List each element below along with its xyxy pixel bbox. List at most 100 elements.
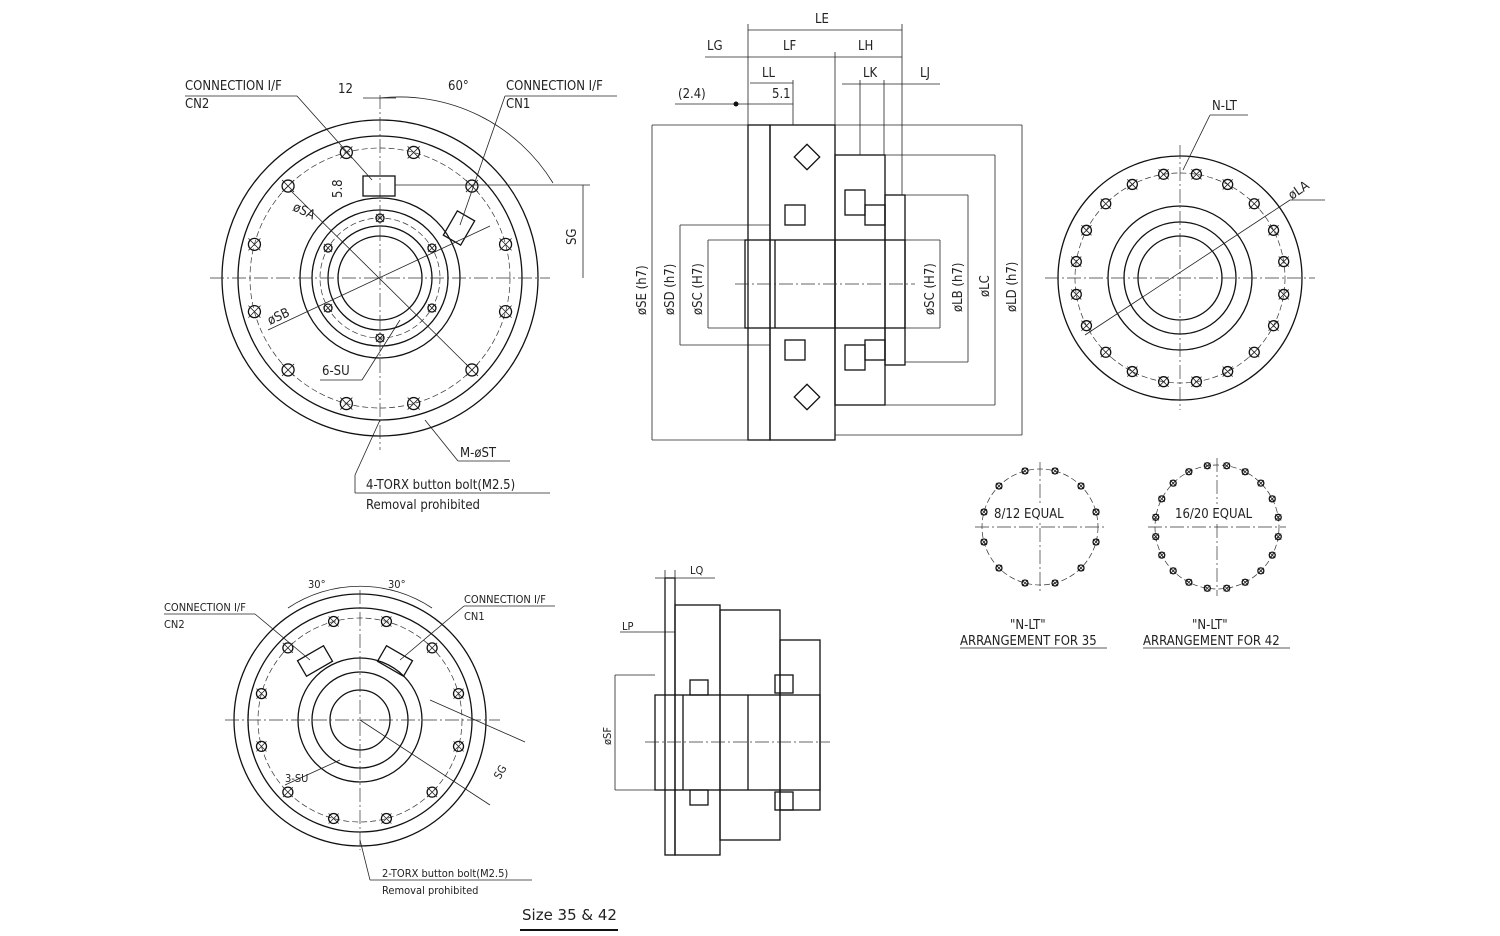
bolt-hole [426, 642, 438, 654]
arrangement-35 [975, 462, 1105, 592]
bolt-hole [1152, 513, 1160, 521]
bolt-hole [465, 363, 479, 377]
dim-5-8: 5.8 [331, 179, 346, 198]
bolt-hole [1157, 376, 1170, 388]
bolt-hole [247, 304, 262, 319]
bolt-hole [1203, 584, 1211, 592]
bolt-hole [281, 363, 295, 377]
bolt-hole [427, 243, 437, 253]
bolt-hole [498, 304, 513, 319]
bolt-hole [452, 740, 465, 753]
cn2-sub: CN2 [185, 97, 209, 112]
dia-sd: øSD (h7) [663, 264, 678, 315]
dia-sc-left: øSC (H7) [691, 263, 706, 315]
bolt-hole [1185, 578, 1193, 586]
bolt-hole [380, 615, 393, 628]
bolt-hole [339, 396, 354, 411]
bolt-hole [465, 179, 479, 193]
bolt-hole [406, 145, 421, 160]
eq-16-20: 16/20 EQUAL [1175, 507, 1253, 522]
arrangement-42 [1148, 458, 1286, 596]
bolt-hole [406, 396, 421, 411]
bolt-hole [1021, 579, 1029, 587]
dia-sa: øSA [290, 200, 317, 223]
dia-la: øLA [1286, 178, 1313, 203]
dim-2-4: (2.4) [678, 87, 706, 102]
small-removal-note: Removal prohibited [382, 884, 478, 897]
bolt-hole [1185, 468, 1193, 476]
bolt-hole [1241, 578, 1249, 586]
small-cn2-sub: CN2 [164, 618, 185, 631]
bolt-hole [282, 786, 294, 798]
m-st: M-øST [460, 446, 497, 461]
bolt-hole [1274, 533, 1282, 541]
dim-lq: LQ [690, 564, 704, 577]
bolt-hole [1268, 551, 1276, 559]
bolt-hole [980, 508, 988, 516]
dim-lg: LG [707, 39, 723, 54]
bolt-hole [1257, 567, 1265, 575]
size-title: Size 35 & 42 [522, 906, 617, 924]
cn1-label: CONNECTION I/F [506, 79, 603, 94]
su-3: 3-SU [285, 772, 308, 785]
bolt-hole [1051, 579, 1059, 587]
rear-view [1045, 114, 1325, 410]
bolt-hole [1051, 467, 1059, 475]
bolt-hole [375, 213, 385, 223]
bolt-hole [1158, 551, 1166, 559]
bolt-hole [1169, 567, 1177, 575]
dim-12: 12 [338, 82, 353, 97]
dim-lp: LP [622, 620, 634, 633]
bolt-hole [1223, 584, 1231, 592]
bolt-hole [1223, 462, 1231, 470]
bolt-hole [1274, 513, 1282, 521]
bolt-hole [1080, 224, 1093, 236]
bolt-hole [247, 237, 262, 252]
bolt-hole [1077, 564, 1085, 572]
dia-lb: øLB (h7) [951, 263, 966, 312]
bolt-hole [327, 812, 340, 825]
bolt-hole [1278, 255, 1290, 268]
bolt-hole [1169, 479, 1177, 487]
side-view-small [614, 570, 830, 856]
bolt-hole [1267, 320, 1280, 332]
bolt-hole [427, 303, 437, 313]
bolt-hole [339, 145, 354, 160]
cn1-sub: CN1 [506, 97, 530, 112]
small-sg: SG [491, 763, 509, 782]
bolt-hole [1158, 495, 1166, 503]
bolt-hole [1100, 198, 1112, 210]
bolt-hole [1126, 365, 1138, 378]
bolt-hole [1241, 468, 1249, 476]
n-lt: N-LT [1212, 99, 1238, 114]
dim-lf: LF [783, 39, 797, 54]
bolt-hole [1092, 508, 1100, 516]
bolt-hole [1268, 495, 1276, 503]
small-cn1-label: CONNECTION I/F [464, 593, 546, 606]
bolt-hole [1190, 168, 1203, 180]
bolt-hole [327, 615, 340, 628]
bolt-hole [1070, 288, 1082, 301]
bolt-hole [255, 740, 268, 753]
bolt-hole [980, 538, 988, 546]
bolt-hole [1248, 198, 1260, 210]
side-section-view [651, 24, 1023, 441]
bolt-hole [1222, 365, 1234, 378]
bolt-hole [1157, 168, 1170, 180]
arr42-quote: "N-LT" [1192, 618, 1228, 633]
dim-lk: LK [863, 66, 878, 81]
bolt-hole [1080, 320, 1093, 332]
bolt-hole [1077, 482, 1085, 490]
eq-8-12: 8/12 EQUAL [994, 507, 1064, 522]
bolt-hole [1267, 224, 1280, 236]
dia-sf: øSF [601, 727, 614, 745]
removal-note: Removal prohibited [366, 498, 480, 513]
cn2-label: CONNECTION I/F [185, 79, 282, 94]
dim-sg: SG [565, 229, 580, 246]
angle-30-left: 30° [308, 578, 326, 591]
front-view-large [185, 95, 617, 494]
su-6: 6-SU [322, 364, 350, 379]
dim-angle-60: 60° [448, 79, 469, 94]
